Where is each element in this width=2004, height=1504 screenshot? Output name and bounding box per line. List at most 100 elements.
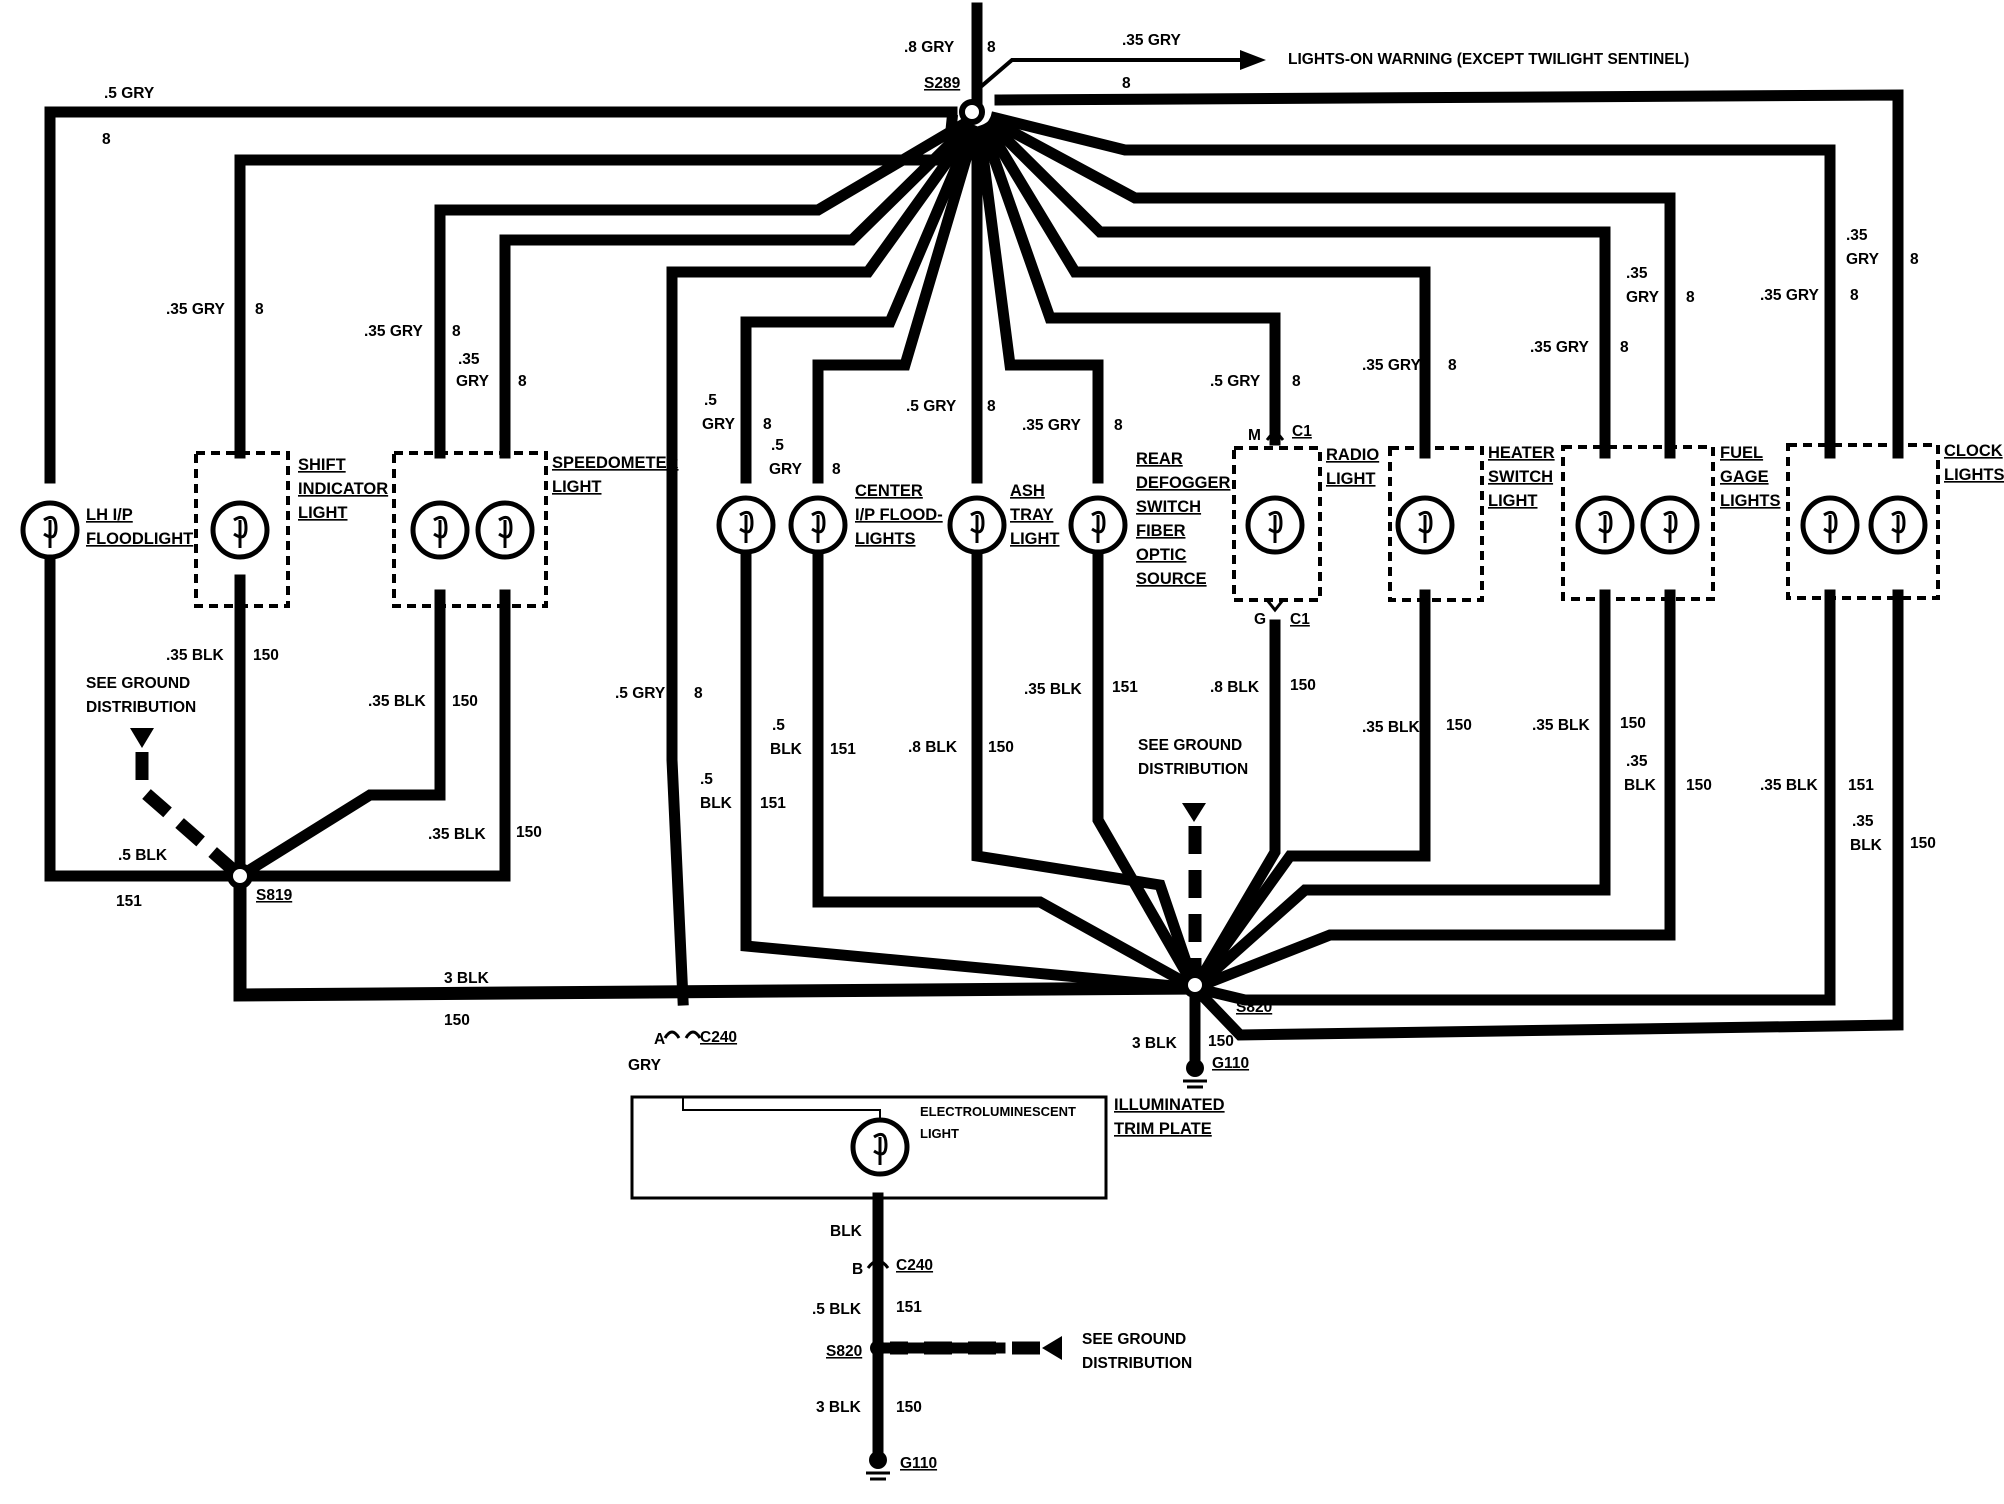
feed-speedo-b-wire2: GRY xyxy=(456,373,490,390)
bulb-lh-floodlight-icon xyxy=(20,500,80,560)
center-label-3: LIGHTS xyxy=(855,530,916,548)
feed-center-a-wire1: .5 xyxy=(704,392,717,409)
feed-center-b-wire1: .5 xyxy=(771,437,784,454)
trim-plate-label-2: TRIM PLATE xyxy=(1114,1120,1212,1138)
gnd-s819-out-circuit: 150 xyxy=(444,1012,470,1029)
splices xyxy=(227,99,1208,1481)
feed-fuel-a-circuit: 8 xyxy=(1620,339,1629,356)
gnd-clock-b-wire1: .35 xyxy=(1852,813,1874,830)
fuel-label-2: GAGE xyxy=(1720,468,1769,486)
gnd-fuel-b-wire1: .35 xyxy=(1626,753,1648,770)
clock-box xyxy=(1786,443,1940,600)
gnd-fuel-b-wire2: BLK xyxy=(1624,777,1657,794)
gnd-clock-b-wire2: BLK xyxy=(1850,837,1883,854)
see-ground-left-1: SEE GROUND xyxy=(86,675,190,692)
clock-label-1: CLOCK xyxy=(1944,442,2003,460)
defog-label-1: REAR xyxy=(1136,450,1183,468)
gnd-heater-circuit: 150 xyxy=(1446,717,1472,734)
speedometer-box xyxy=(392,451,548,608)
gnd-lh-wire: .5 BLK xyxy=(118,847,168,864)
see-ground-right-1: SEE GROUND xyxy=(1138,737,1242,754)
ground-ref-arrow-right xyxy=(1182,803,1206,822)
gnd-speedo-a-circuit: 150 xyxy=(452,693,478,710)
c240-color: GRY xyxy=(628,1057,662,1074)
gnd-heater-wire: .35 BLK xyxy=(1362,719,1421,736)
feed-speedo-a-circuit: 8 xyxy=(452,323,461,340)
feed-center-b-wire2: GRY xyxy=(769,461,803,478)
electro-label-2: LIGHT xyxy=(920,1126,959,1141)
gnd-center-a-circuit: 151 xyxy=(760,795,786,812)
gnd-ash-wire: .8 BLK xyxy=(908,739,958,756)
bulb-clock-a-icon xyxy=(1800,495,1860,555)
heater-label-1: HEATER xyxy=(1488,444,1555,462)
clock-label-2: LIGHTS xyxy=(1944,466,2004,484)
feed-clock-b-wire1: .35 xyxy=(1846,227,1868,244)
gnd-ash-circuit: 150 xyxy=(988,739,1014,756)
radio-bottom-name: C1 xyxy=(1290,611,1310,628)
electro-label-1: ELECTROLUMINESCENT xyxy=(920,1104,1076,1119)
feed-shift-wire: .35 GRY xyxy=(166,301,226,318)
g110-bottom-label: G110 xyxy=(900,1455,937,1472)
source-wire: .8 GRY xyxy=(904,39,955,56)
feed-heater-wire: .35 GRY xyxy=(1362,357,1422,374)
defog-label-3: SWITCH xyxy=(1136,498,1201,516)
shift-label-1: SHIFT xyxy=(298,456,346,474)
gnd-defog-circuit: 151 xyxy=(1112,679,1138,696)
fuel-label-1: FUEL xyxy=(1720,444,1763,462)
trim-ground-blk: BLK xyxy=(830,1223,863,1240)
feed-wires xyxy=(44,2,1904,1006)
labels: .8 GRY 8 S289 .35 GRY 8 LIGHTS-ON WARNIN… xyxy=(86,32,2004,1472)
feed-speedo-b-circuit: 8 xyxy=(518,373,527,390)
g110-label: G110 xyxy=(1212,1055,1249,1072)
gnd-shift-circuit: 150 xyxy=(253,647,279,664)
s819-label: S819 xyxy=(256,887,293,904)
feed-defog-wire: .35 GRY xyxy=(1022,417,1082,434)
feed-speedo-b-wire1: .35 xyxy=(458,351,480,368)
radio-label-2: LIGHT xyxy=(1326,470,1376,488)
bulbs xyxy=(20,495,1928,1177)
feed-fuel-a-wire: .35 GRY xyxy=(1530,339,1590,356)
lights-on-label: LIGHTS-ON WARNING (EXCEPT TWILIGHT SENTI… xyxy=(1288,51,1689,68)
gnd-speedo-b-circuit: 150 xyxy=(516,824,542,841)
trim-ground-circuit2: 150 xyxy=(896,1399,922,1416)
center-label-2: I/P FLOOD- xyxy=(855,506,943,524)
ash-label-2: TRAY xyxy=(1010,506,1053,524)
gnd-s820-out-wire: 3 BLK xyxy=(1132,1035,1178,1052)
heater-label-2: SWITCH xyxy=(1488,468,1553,486)
gnd-center-a-wire2: BLK xyxy=(700,795,733,812)
feed-heater-circuit: 8 xyxy=(1448,357,1457,374)
bulb-clock-b-icon xyxy=(1868,495,1928,555)
splice-s820-bottom xyxy=(870,1340,886,1356)
gnd-center-b-wire2: BLK xyxy=(770,741,803,758)
s820-label: S820 xyxy=(1236,999,1272,1016)
gnd-lh-circuit: 151 xyxy=(116,893,142,910)
bulb-heater-switch-icon xyxy=(1395,495,1455,555)
gnd-center-a-wire1: .5 xyxy=(700,771,713,788)
bulb-speedometer-b-icon xyxy=(475,500,535,560)
gnd-clock-a-wire: .35 BLK xyxy=(1760,777,1819,794)
see-ground-left-2: DISTRIBUTION xyxy=(86,699,196,716)
center-label-1: CENTER xyxy=(855,482,923,500)
source-circuit: 8 xyxy=(987,39,996,56)
lh-floodlight-label-2: FLOODLIGHT xyxy=(86,530,193,548)
feed-fuel-b-circuit: 8 xyxy=(1686,289,1695,306)
s289-label: S289 xyxy=(924,75,961,92)
heater-switch-box xyxy=(1388,446,1484,602)
trim-plate-label-1: ILLUMINATED xyxy=(1114,1096,1225,1114)
radio-top-name: C1 xyxy=(1292,423,1312,440)
gnd-speedo-a-wire: .35 BLK xyxy=(368,693,427,710)
see-ground-bottom-1: SEE GROUND xyxy=(1082,1331,1186,1348)
feed-trim-circuit: 8 xyxy=(694,685,703,702)
trim-ground-circuit: 151 xyxy=(896,1299,922,1316)
ground-wires xyxy=(44,549,1904,1466)
ash-label-1: ASH xyxy=(1010,482,1045,500)
gnd-speedo-b-wire: .35 BLK xyxy=(428,826,487,843)
splice-s820 xyxy=(1182,972,1208,998)
gnd-s819-out-wire: 3 BLK xyxy=(444,970,490,987)
feed-center-a-wire2: GRY xyxy=(702,416,736,433)
feed-defog-circuit: 8 xyxy=(1114,417,1123,434)
feed-clock-b-circuit: 8 xyxy=(1910,251,1919,268)
bulb-shift-indicator-icon xyxy=(210,500,270,560)
gnd-s820-out-circuit: 150 xyxy=(1208,1033,1234,1050)
gnd-radio-wire: .8 BLK xyxy=(1210,679,1260,696)
